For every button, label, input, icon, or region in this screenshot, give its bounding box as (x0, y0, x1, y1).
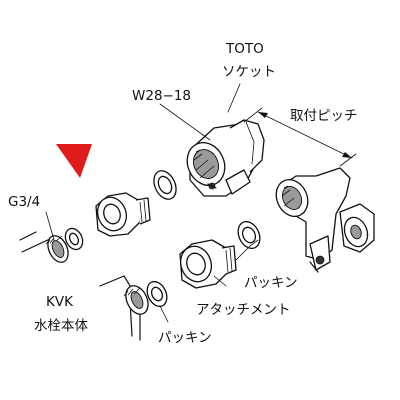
toto-socket-upper (186, 119, 265, 197)
leader-lines (45, 83, 259, 323)
label-w28-18: W28−18 (132, 88, 191, 104)
packing-middle (153, 170, 177, 200)
label-packing-right: パッキン (244, 275, 298, 291)
label-toto: TOTO (225, 41, 264, 57)
label-attachment: アタッチメント (196, 302, 291, 318)
label-kvk: KVK (46, 294, 74, 310)
highlight-arrow (56, 144, 92, 178)
kvk-faucet-body (19, 231, 149, 341)
label-mounting-pitch: 取付ピッチ (290, 108, 358, 124)
packing-right (237, 220, 261, 250)
label-faucet-body: 水栓本体 (34, 318, 88, 334)
pitch-dimension (243, 107, 357, 167)
toto-socket-lower (275, 167, 375, 273)
label-g3-4: G3/4 (8, 194, 40, 210)
label-socket: ソケット (222, 64, 276, 80)
hex-adapter (95, 192, 151, 237)
packing-left-upper (64, 227, 84, 251)
packing-left-lower (146, 280, 168, 308)
attachment-nut (179, 239, 237, 289)
label-packing-bottom: パッキン (158, 330, 212, 346)
